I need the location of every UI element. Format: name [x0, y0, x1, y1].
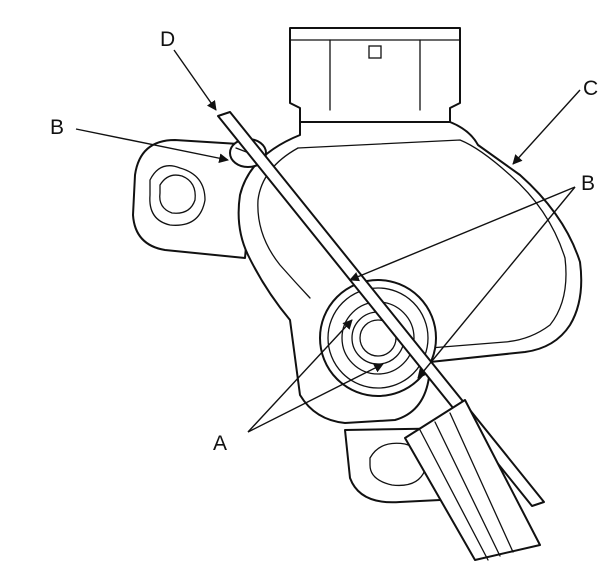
callout-b-upper-left: B: [50, 116, 64, 139]
connector-housing: [289, 27, 461, 123]
callout-b-right: B: [581, 172, 595, 195]
leader-b-upper-left: [75, 128, 229, 164]
leader-d: [173, 49, 217, 111]
callout-d: D: [160, 28, 175, 51]
rotor-assembly: [319, 279, 437, 397]
leader-b-right-top: [349, 186, 576, 282]
control-lever: [404, 399, 541, 561]
leader-a-lower: [247, 363, 384, 433]
left-mounting-flange: [132, 139, 256, 259]
leader-lines: [75, 49, 581, 433]
callout-c: C: [583, 77, 598, 100]
leader-a-upper: [247, 319, 353, 433]
leader-b-right-bottom: [417, 186, 576, 379]
leader-c: [512, 89, 581, 165]
callout-a: A: [213, 432, 227, 455]
